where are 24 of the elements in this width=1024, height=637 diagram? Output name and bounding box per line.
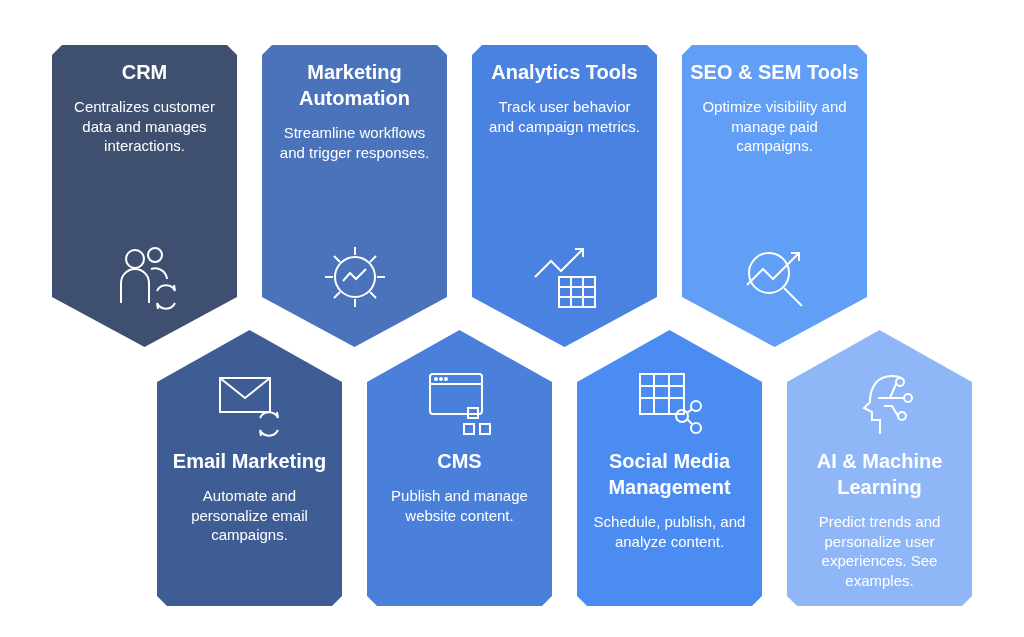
card-description: Predict trends and personalize user experiences. See examples. — [817, 512, 942, 590]
pentagon-card — [577, 330, 762, 606]
card-title: SEO & SEM Tools — [690, 60, 859, 85]
pentagon-card — [472, 45, 657, 347]
card-title: Email Marketing — [171, 449, 328, 474]
card-title: CRM — [120, 60, 169, 85]
card-description: Publish and manage website content. — [390, 486, 529, 525]
pentagon-card — [52, 45, 237, 347]
pentagon-card — [262, 45, 447, 347]
card-title: CMS — [436, 449, 483, 474]
card-description: Automate and personalize email campaigns. — [190, 486, 309, 545]
card-title: Marketing Automation — [297, 60, 412, 111]
card-description: Track user behavior and campaign metrics. — [488, 97, 641, 136]
card-description: Schedule, publish, and analyze content. — [592, 512, 747, 551]
pentagon-card — [682, 45, 867, 347]
pentagon-card — [367, 330, 552, 606]
card-description: Centralizes customer data and manages interactions. — [73, 97, 216, 156]
card-description: Streamline workflows and trigger responses. — [278, 123, 431, 162]
card-title: Social Media Management — [607, 449, 732, 500]
card-description: Optimize visibility and manage paid campaigns. — [701, 97, 848, 156]
pentagon-card — [787, 330, 972, 606]
pentagon-card — [157, 330, 342, 606]
card-title: AI & Machine Learning — [815, 449, 944, 500]
card-title: Analytics Tools — [490, 60, 639, 85]
